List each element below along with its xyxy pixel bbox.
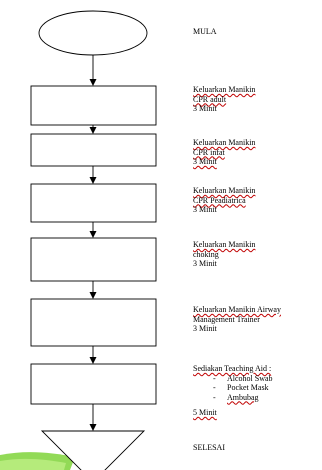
label-paediatric-line1: Keluarkan Manikin bbox=[193, 186, 256, 195]
label-adult-time: 3 Minit bbox=[193, 104, 217, 113]
label-paediatric-time: 3 Minit bbox=[193, 205, 217, 214]
process-box-airway bbox=[30, 298, 157, 347]
label-paediatric: Keluarkan Manikin CPR Peadiatrica 3 Mini… bbox=[193, 186, 255, 215]
label-paediatric-line2: CPR Peadiatrica bbox=[193, 195, 246, 205]
label-adult-line2: CPR adult bbox=[193, 94, 227, 104]
arrowhead-5 bbox=[89, 292, 97, 299]
teaching-bullet-2-text: Pocket Mask bbox=[227, 383, 269, 392]
label-choking-time: 3 Minit bbox=[193, 259, 217, 268]
arrowhead-7 bbox=[89, 424, 97, 431]
arrowhead-1 bbox=[89, 79, 97, 86]
label-choking-line2: choking bbox=[193, 249, 219, 259]
label-infant-line1: Keluarkan Manikin bbox=[193, 138, 256, 147]
label-infant: Keluarkan Manikin CPR infat 3 Minit bbox=[193, 138, 255, 167]
process-box-teaching bbox=[30, 363, 157, 405]
label-teaching-title: Sediakan Teaching Aid : bbox=[193, 364, 272, 373]
label-end: SELESAI bbox=[193, 443, 225, 453]
label-infant-time: 3 Minit bbox=[193, 157, 217, 166]
start-terminator bbox=[38, 10, 148, 56]
arrowhead-2 bbox=[89, 127, 97, 134]
end-terminator bbox=[40, 430, 146, 470]
label-adult-line1: Keluarkan Manikin bbox=[193, 85, 256, 94]
arrowhead-4 bbox=[89, 231, 97, 238]
label-adult: Keluarkan Manikin CPR adult 3 Minit bbox=[193, 85, 255, 114]
teaching-bullet-1-text: Alcohol Swab bbox=[227, 373, 273, 383]
label-teaching-time: 5 Minit bbox=[193, 408, 217, 417]
arrowhead-3 bbox=[89, 177, 97, 184]
teaching-bullet-3-text: Ambubag bbox=[227, 392, 259, 402]
label-teaching: Sediakan Teaching Aid : -Alcohol Swab -P… bbox=[193, 364, 273, 418]
teaching-bullet-3: -Ambubag bbox=[213, 392, 259, 402]
label-choking-line1: Keluarkan Manikin bbox=[193, 240, 256, 249]
label-start: MULA bbox=[193, 27, 217, 37]
label-choking: Keluarkan Manikin choking 3 Minit bbox=[193, 240, 255, 269]
teaching-bullet-2: -Pocket Mask bbox=[213, 383, 269, 392]
label-infant-line2: CPR infat bbox=[193, 147, 225, 157]
process-box-paediatric bbox=[30, 183, 157, 223]
arrowhead-6 bbox=[89, 357, 97, 364]
label-start-text: MULA bbox=[193, 27, 217, 36]
label-airway-time: 3 Minit bbox=[193, 324, 217, 333]
process-box-adult bbox=[30, 85, 157, 126]
process-box-choking bbox=[30, 237, 157, 282]
green-swoosh-highlight bbox=[0, 458, 66, 470]
label-airway: Keluarkan Manikin Airway Management Trai… bbox=[193, 305, 281, 334]
process-box-infant bbox=[30, 133, 157, 167]
teaching-bullet-1: -Alcohol Swab bbox=[213, 373, 273, 383]
label-end-text: SELESAI bbox=[193, 443, 225, 452]
label-airway-line1: Keluarkan Manikin Airway bbox=[193, 305, 281, 314]
label-airway-line2: Management Trainer bbox=[193, 314, 260, 324]
